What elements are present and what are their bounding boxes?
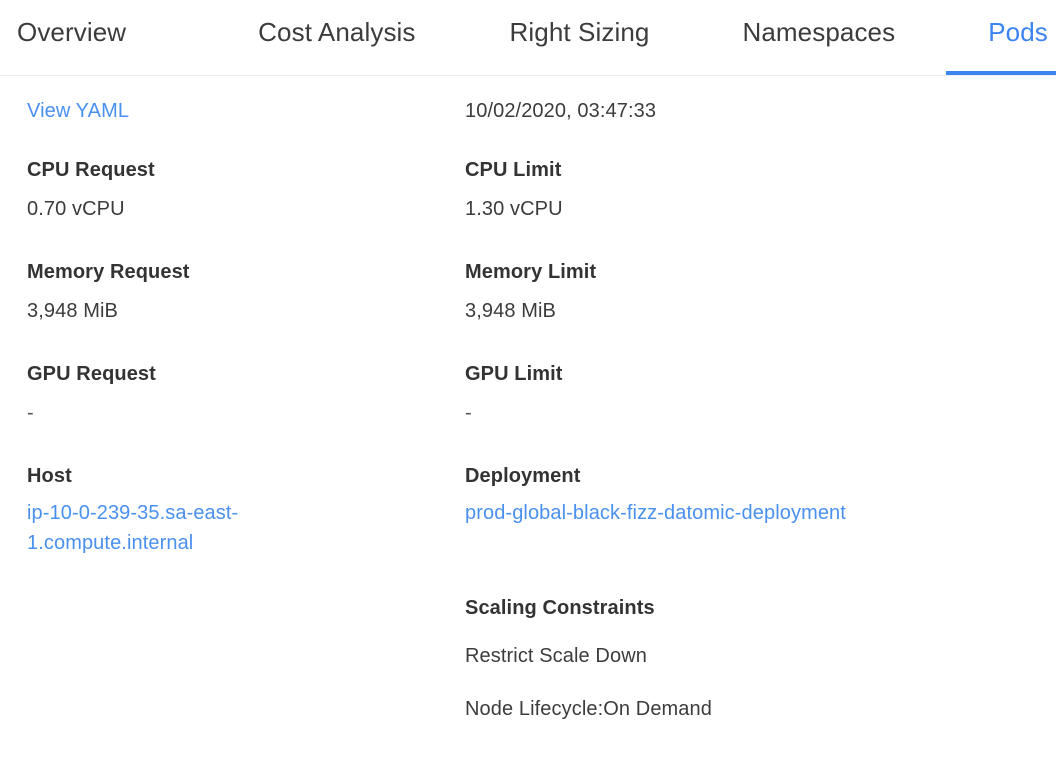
deployment-link[interactable]: prod-global-black-fizz-datomic-deploymen… (465, 502, 846, 524)
tab-bar: Overview Cost Analysis Right Sizing Name… (0, 0, 1056, 76)
tab-pods[interactable]: Pods (946, 0, 1056, 75)
pod-timestamp: 10/02/2020, 03:47:33 (465, 100, 657, 122)
host-link[interactable]: ip-10-0-239-35.sa-east-1.compute.interna… (27, 502, 239, 554)
memory-request-value: 3,948 MiB (27, 300, 118, 322)
memory-limit-value: 3,948 MiB (465, 300, 556, 322)
tab-cost-analysis-label: Cost Analysis (258, 17, 416, 47)
gpu-limit-value: - (465, 402, 472, 424)
gpu-request-value: - (27, 402, 34, 424)
tab-pods-label: Pods (988, 17, 1048, 47)
tab-overview[interactable]: Overview (17, 0, 126, 75)
tab-list: Overview Cost Analysis Right Sizing Name… (0, 0, 1056, 75)
host-label: Host (27, 465, 72, 487)
tab-namespaces[interactable]: Namespaces (742, 0, 895, 75)
tab-cost-analysis[interactable]: Cost Analysis (258, 0, 415, 75)
view-yaml-link[interactable]: View YAML (27, 100, 130, 122)
active-tab-indicator (946, 71, 1056, 75)
tab-namespaces-label: Namespaces (742, 17, 896, 47)
cpu-request-label: CPU Request (27, 159, 155, 181)
cpu-request-value: 0.70 vCPU (27, 198, 125, 220)
scaling-constraints-label: Scaling Constraints (465, 597, 655, 619)
cpu-limit-label: CPU Limit (465, 159, 562, 181)
deployment-label: Deployment (465, 465, 581, 487)
gpu-limit-label: GPU Limit (465, 363, 563, 385)
memory-request-label: Memory Request (27, 261, 190, 283)
gpu-request-label: GPU Request (27, 363, 156, 385)
tab-right-sizing[interactable]: Right Sizing (510, 0, 650, 75)
scaling-constraint-item: Restrict Scale Down (465, 645, 647, 667)
cpu-limit-value: 1.30 vCPU (465, 198, 563, 220)
memory-limit-label: Memory Limit (465, 261, 597, 283)
tab-overview-label: Overview (17, 17, 127, 47)
tab-right-sizing-label: Right Sizing (509, 17, 650, 47)
scaling-constraint-item: Node Lifecycle:On Demand (465, 698, 712, 720)
